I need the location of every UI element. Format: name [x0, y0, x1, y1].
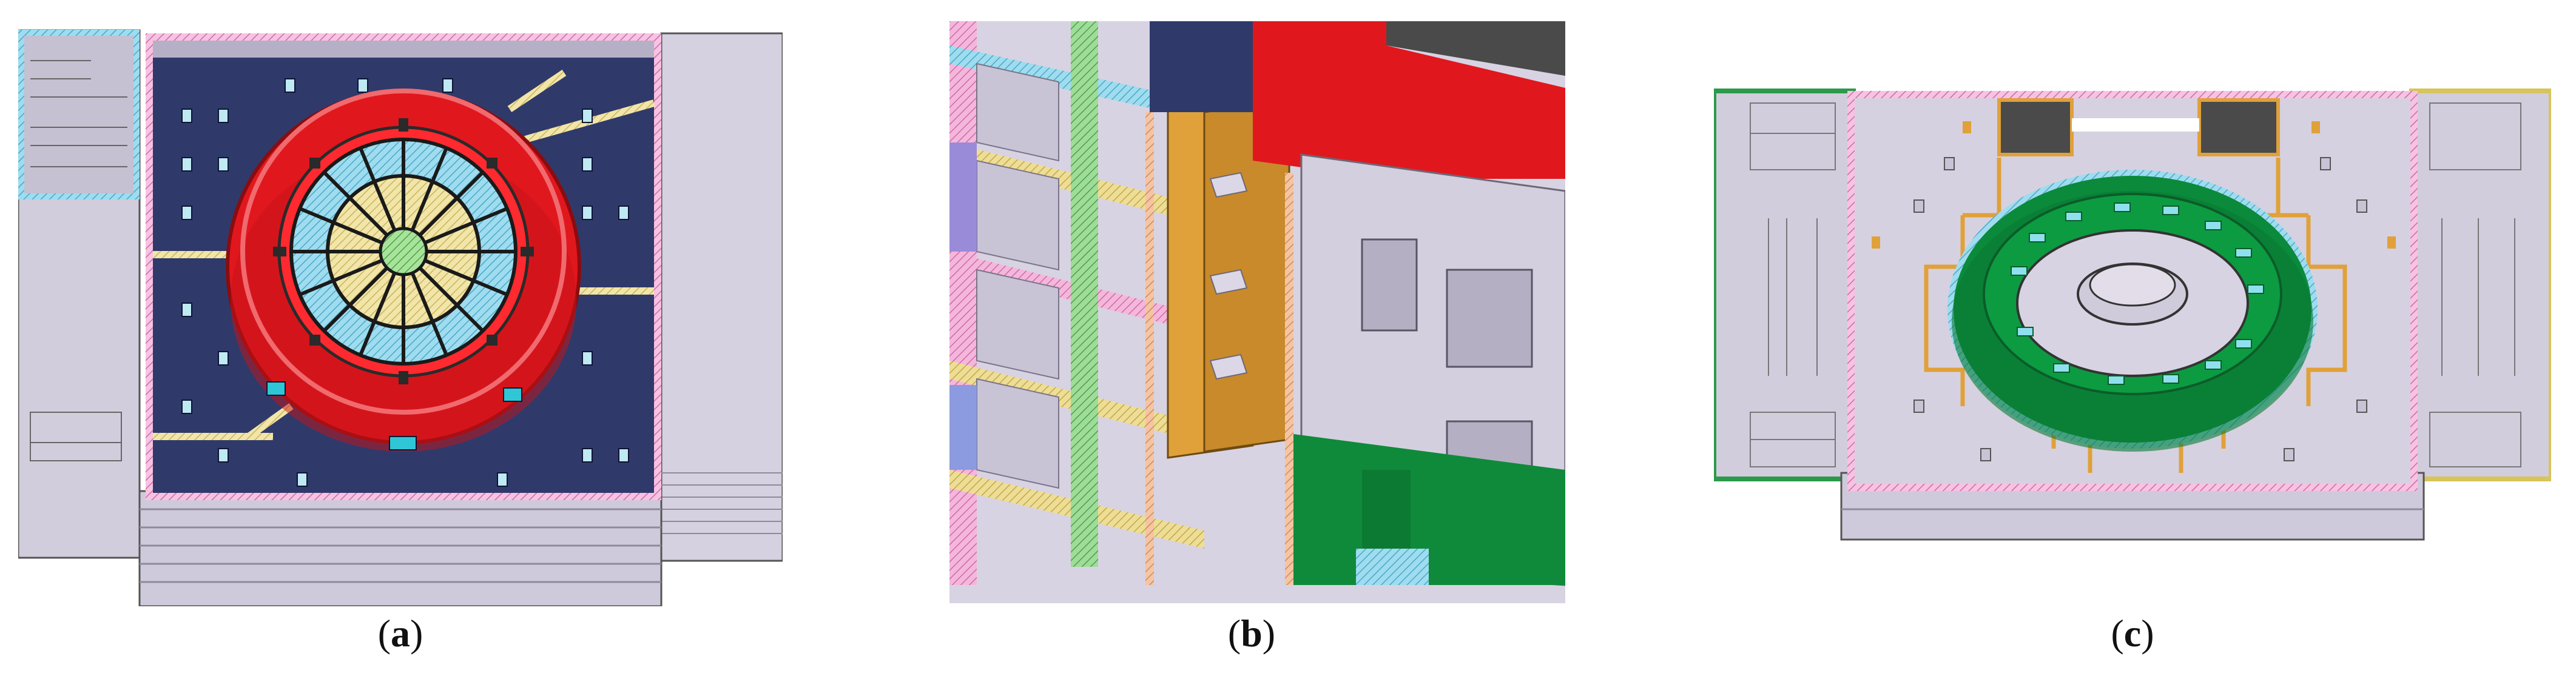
panel-a-top-view-dome [18, 24, 783, 606]
panel-c-top-view-green-ring [1714, 85, 2551, 552]
navy-block [1150, 21, 1253, 112]
left-annex-stair-core [18, 30, 140, 199]
panel-b-drawing [949, 21, 1565, 603]
panel-c-drawing [1714, 89, 2551, 541]
core-steps [1209, 172, 1248, 380]
podium-steps [138, 490, 663, 606]
caption-b: (b) [1227, 612, 1276, 655]
caption-c: (c) [2111, 612, 2154, 655]
green-floor-slab [1289, 433, 1565, 585]
ring-buttresses [273, 118, 534, 384]
right-annex [660, 32, 783, 562]
yellow-beams [153, 70, 655, 440]
panel-a-drawing [18, 29, 783, 606]
panel-b-section-cutaway [949, 21, 1565, 603]
right-annex [2409, 89, 2551, 481]
top-corridor [153, 41, 654, 58]
columns [1913, 157, 2367, 461]
section-cut-walls [1145, 112, 1293, 585]
ring-blocks [2011, 202, 2264, 385]
small-orange-posts [1872, 121, 2396, 249]
red-block [1253, 21, 1386, 179]
rooms [976, 62, 1059, 489]
green-column [1071, 21, 1098, 567]
caption-a: (a) [377, 612, 423, 655]
columns [181, 78, 629, 487]
left-annex [1714, 89, 1856, 481]
